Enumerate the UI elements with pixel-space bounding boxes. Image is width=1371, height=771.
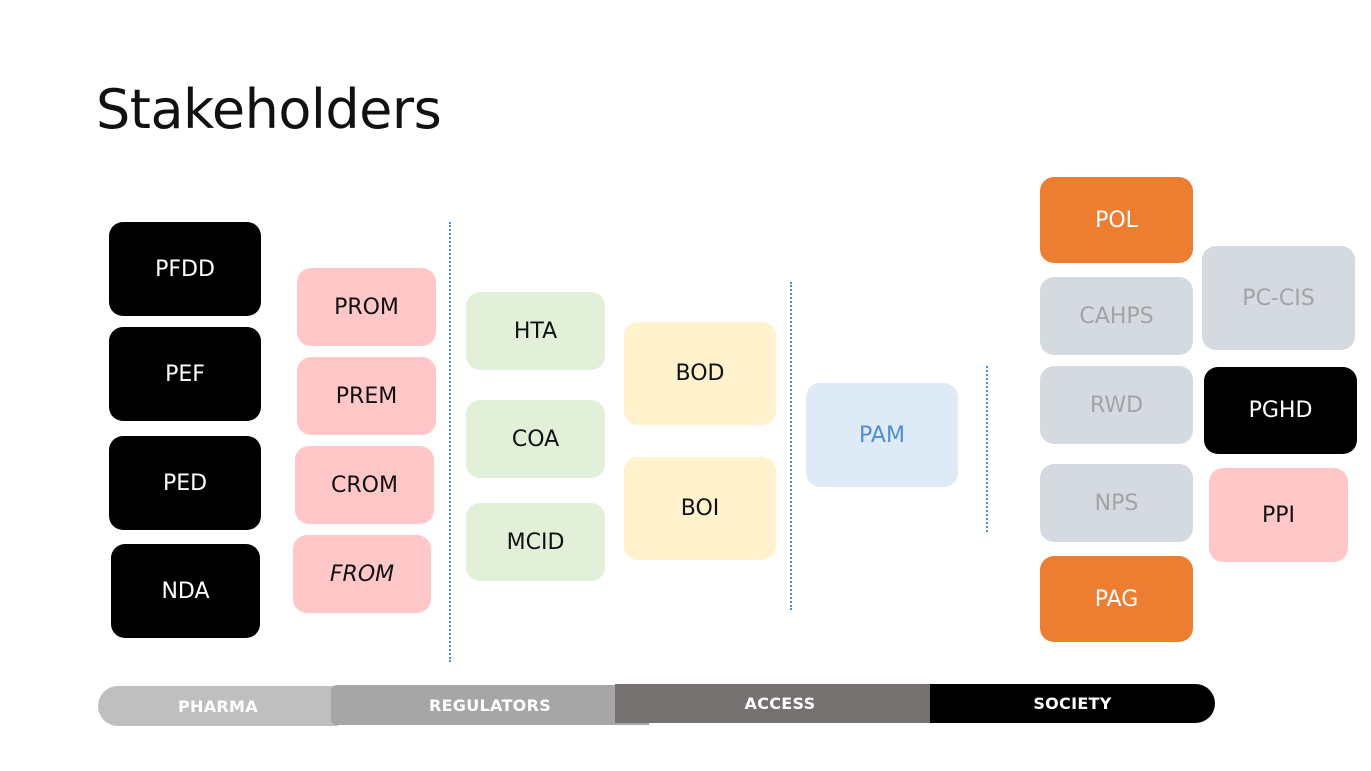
divider-2 (790, 282, 792, 610)
box-mcid: MCID (466, 503, 605, 581)
box-hta: HTA (466, 292, 605, 370)
timeline-society: SOCIETY (930, 684, 1215, 723)
divider-3 (986, 366, 988, 532)
timeline-access: ACCESS (615, 684, 945, 723)
box-pam: PAM (806, 383, 958, 487)
box-crom: CROM (295, 446, 434, 524)
box-pc-cis: PC-CIS (1202, 246, 1355, 350)
timeline-pharma: PHARMA (98, 686, 338, 726)
box-pef: PEF (109, 327, 261, 421)
box-nda: NDA (111, 544, 260, 638)
box-cahps: CAHPS (1040, 277, 1193, 355)
box-pfdd: PFDD (109, 222, 261, 316)
box-rwd: RWD (1040, 366, 1193, 444)
box-nps: NPS (1040, 464, 1193, 542)
box-prem: PREM (297, 357, 436, 435)
box-pol: POL (1040, 177, 1193, 263)
box-pghd: PGHD (1204, 367, 1357, 454)
slide-title: Stakeholders (96, 78, 442, 141)
divider-1 (449, 222, 451, 662)
box-ped: PED (109, 436, 261, 530)
box-from: FROM (293, 535, 431, 613)
box-ppi: PPI (1209, 468, 1348, 562)
box-pag: PAG (1040, 556, 1193, 642)
box-boi: BOI (624, 457, 776, 560)
box-coa: COA (466, 400, 605, 478)
box-bod: BOD (624, 322, 776, 425)
timeline-regulators: REGULATORS (331, 685, 649, 725)
box-prom: PROM (297, 268, 436, 346)
